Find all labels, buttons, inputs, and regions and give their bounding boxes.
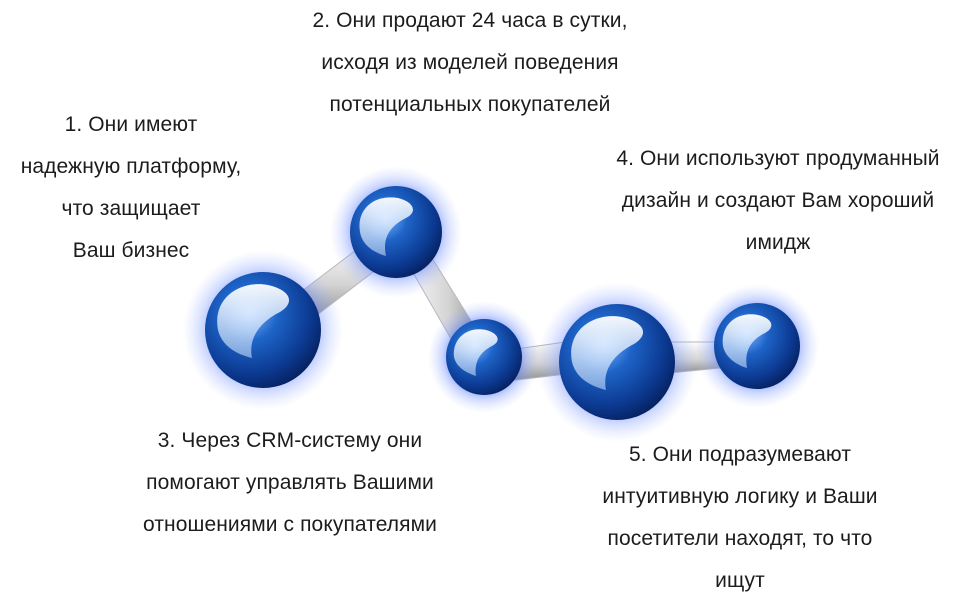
sphere-2 [330, 166, 462, 298]
sphere-3-highlight [453, 329, 498, 376]
item-3-line-1: 3. Через CRM-систему они [157, 429, 423, 452]
item-1-line-1: 1. Они имеют [64, 113, 198, 136]
item-2-line-1: 2. Они продают 24 часа в сутки, [312, 9, 628, 32]
sphere-2-highlight [359, 197, 413, 256]
sphere-1-highlight [217, 284, 290, 358]
item-2-line-3: потенциальных покупателей [329, 93, 611, 116]
item-5-text: 5. Они подразумевают интуитивную логику … [560, 434, 920, 602]
sphere-3 [428, 301, 540, 413]
sphere-5 [695, 284, 819, 408]
item-3-text: 3. Через CRM-систему они помогают управл… [100, 420, 480, 546]
item-1-line-3: что защищает [61, 197, 201, 220]
sphere-4 [537, 282, 697, 442]
item-3-line-3: отношениями с покупателями [143, 513, 437, 536]
item-4-text: 4. Они используют продуманный дизайн и с… [578, 138, 966, 264]
item-5-line-3: посетители находят, то что [607, 527, 873, 550]
item-2-line-2: исходя из моделей поведения [321, 51, 619, 74]
item-1-line-2: надежную платформу, [20, 155, 242, 178]
item-2-text: 2. Они продают 24 часа в сутки, исходя и… [260, 0, 680, 126]
sphere-5-highlight [722, 314, 772, 368]
item-4-line-1: 4. Они используют продуманный [616, 147, 940, 170]
item-5-line-2: интуитивную логику и Ваши [602, 485, 878, 508]
item-5-line-1: 5. Они подразумевают [628, 443, 852, 466]
item-4-line-3: имидж [745, 231, 811, 254]
item-5-line-4: ищут [715, 569, 765, 592]
item-1-text: 1. Они имеют надежную платформу, что защ… [0, 104, 262, 272]
sphere-4-highlight [571, 316, 644, 390]
item-4-line-2: дизайн и создают Вам хороший [621, 189, 935, 212]
item-1-line-4: Ваш бизнес [72, 239, 190, 262]
sphere-1 [183, 250, 343, 410]
item-3-line-2: помогают управлять Вашими [146, 471, 434, 494]
